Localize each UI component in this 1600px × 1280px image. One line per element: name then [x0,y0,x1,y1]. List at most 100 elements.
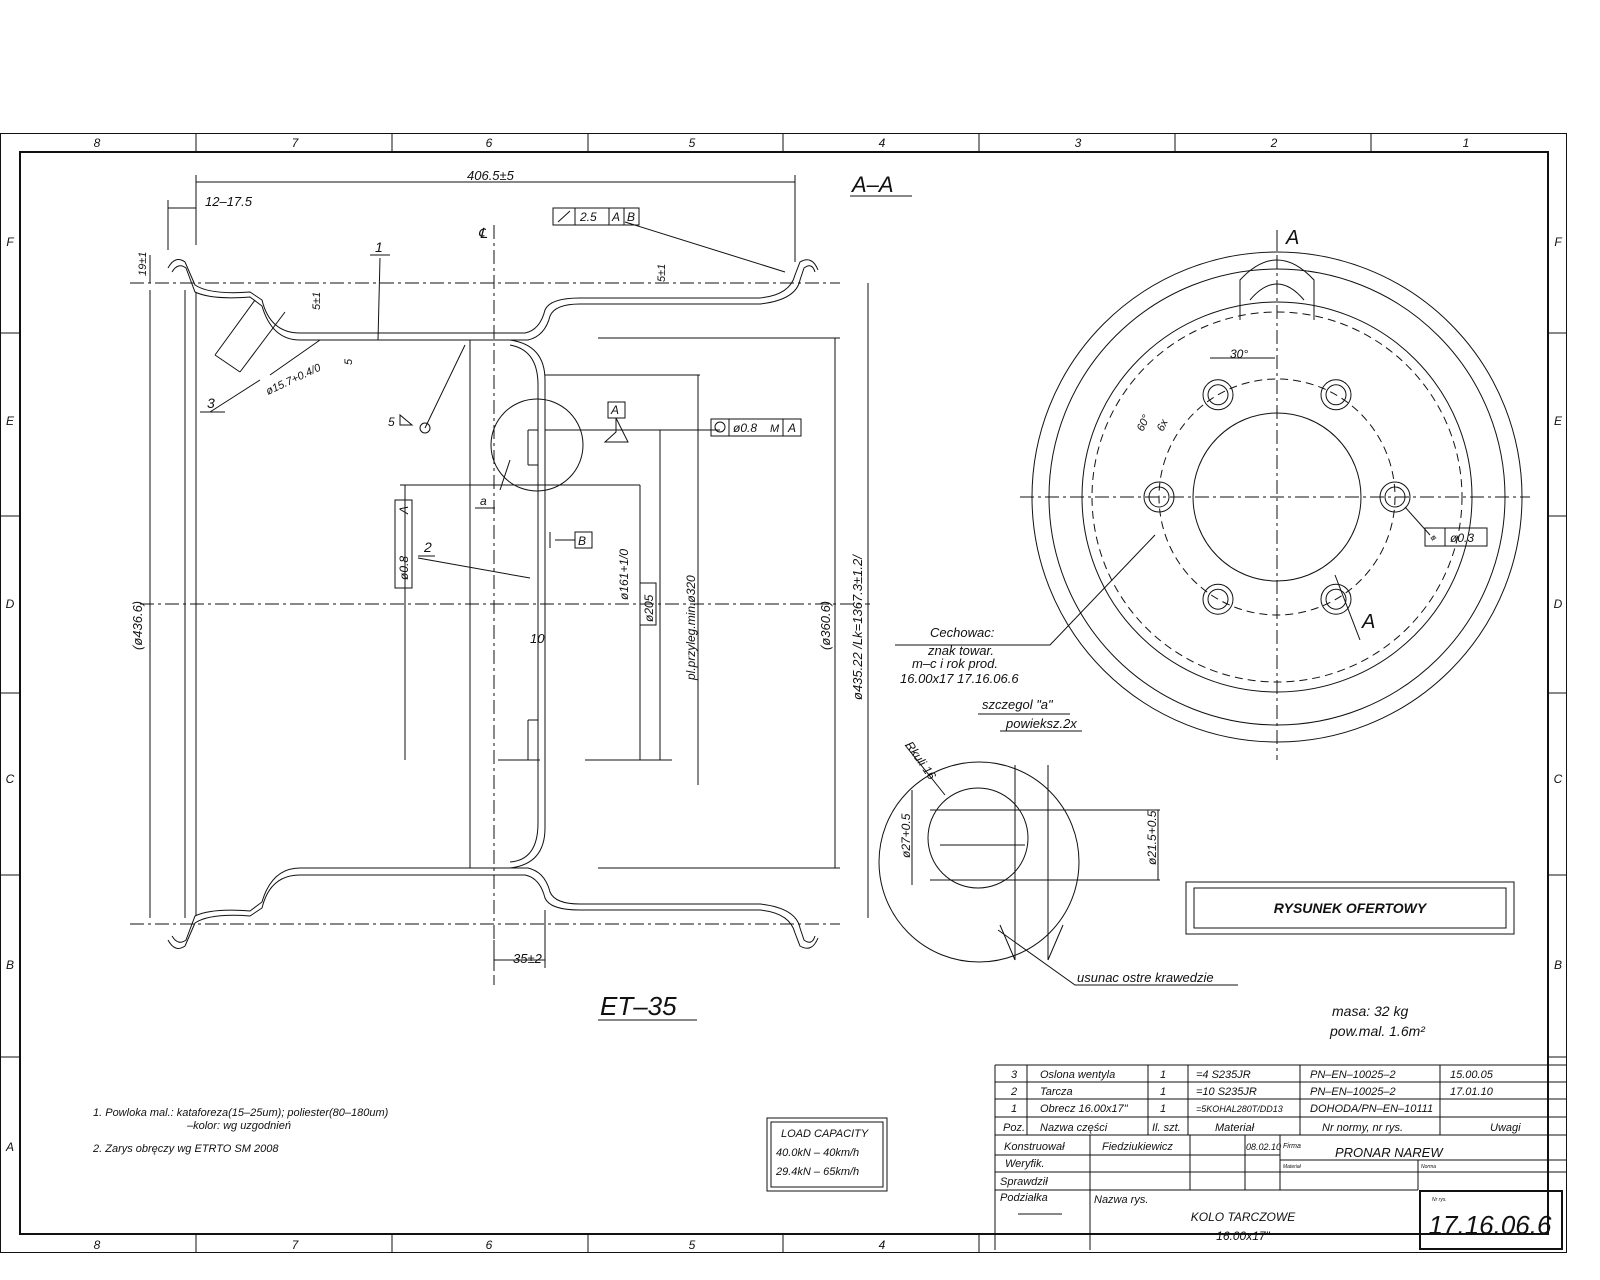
bolt-pitch: 60° [1135,413,1153,434]
parts-list-cell: 3 [1011,1069,1018,1081]
parts-list-cell: Tarcza [1040,1086,1073,1098]
marking-title: Cechowac: [930,625,995,640]
parts-list-cell: DOHODA/PN–EN–10111 [1310,1103,1433,1115]
row-label: D [6,597,15,611]
dim-offset: 35±2 [513,951,543,966]
load-title: LOAD CAPACITY [781,1128,869,1140]
load-line: 29.4kN – 65km/h [775,1166,859,1178]
detail-dia-27: ø27+0.5 [899,813,913,858]
datum-b: B [578,534,586,548]
parts-list-cell: PN–EN–10025–2 [1310,1069,1396,1081]
bolt-hole [1143,481,1175,513]
dim-tol: 5±1 [656,264,668,282]
bolt-count: 6x [1155,417,1171,433]
leader-3: 3 [207,395,215,411]
runout-value: 2.5 [579,210,597,224]
position-symbol: ⌖ [1429,531,1437,545]
dim-tol: 5±1 [311,292,323,310]
position-tolerance-frame-vertical: ø0.8 A [394,499,413,589]
header-remarks: Uwagi [1490,1122,1521,1134]
paint-area: pow.mal. 1.6m² [1329,1023,1426,1039]
col-label: 5 [689,136,696,150]
dim-205: ø205 [642,594,656,622]
parts-list-cell: 17.01.10 [1450,1086,1494,1098]
col-label: 6 [486,1238,493,1252]
header-pos: Poz. [1003,1122,1025,1134]
bolt-hole [1379,481,1411,513]
general-notes: 1. Powloka mal.: kataforeza(15–25um); po… [92,1107,389,1155]
parts-list-cell: Oslona wentyla [1040,1069,1115,1081]
bolt-hole [1202,583,1234,615]
col-label: 8 [94,136,101,150]
wheel-front-view: A A 30° 60° 6x ⌖ ø0.3 Cechowac: znak tow… [895,227,1530,760]
header-name: Nazwa części [1040,1122,1108,1134]
col-label: 5 [689,1238,696,1252]
dim-flange: 12–17.5 [205,194,253,209]
mass: masa: 32 kg [1332,1003,1408,1019]
header-material: Materiał [1215,1122,1255,1134]
tolerance-value: ø0.8 [397,556,411,580]
dim-435: ø435.22 /Lk=1367.3±1.2/ [850,554,865,700]
dim-disc-thickness: 10 [530,631,545,646]
bolt-hole [1207,588,1229,610]
marking-line: znak towar. [927,643,994,658]
col-label: 4 [879,1238,886,1252]
et-label: ET–35 [600,991,677,1021]
stamp-text: RYSUNEK OFERTOWY [1274,900,1428,916]
drawing-size: 16.00x17" [1216,1229,1270,1243]
note-1-cont: –kolor: wg uzgodnień [186,1120,291,1132]
drawing-name: KOLO TARCZOWE [1191,1210,1296,1224]
dim-flange-height: 19±1 [137,252,149,276]
parts-list-cell: =10 S235JR [1196,1086,1257,1098]
leader-1: 1 [375,239,383,255]
col-label: 3 [1075,136,1082,150]
datum-ref: A [787,421,796,435]
tolerance-value: ø0.3 [1450,531,1474,545]
detail-a-view: szczegol "a" powieksz.2x Rkuli 16 ø27+0.… [878,697,1238,986]
dim-thickness: 5 [343,358,355,365]
rim-section-view: 406.5±5 12–17.5 19±1 5±1 5±1 5 ø15.7+0.4… [130,168,912,1021]
parts-list-cell: 2 [1010,1086,1017,1098]
load-capacity-box: LOAD CAPACITY 40.0kN – 40km/h 29.4kN – 6… [766,1117,888,1192]
row-label: E [6,414,15,428]
note-1: 1. Powloka mal.: kataforeza(15–25um); po… [93,1107,389,1119]
scale-label: Podziałka [1000,1192,1048,1204]
col-label: 6 [486,136,493,150]
row-label: C [6,772,15,786]
datum-ref: B [627,210,635,224]
bolt-hole [1325,588,1347,610]
runout-tolerance-frame: 2.5 A B [552,207,640,226]
angle-dim: 30° [1230,347,1248,361]
parts-list-cell: PN–EN–10025–2 [1310,1086,1396,1098]
drawing-no-label: Nr rys. [1432,1197,1447,1203]
parts-list-cell: =5KOHAL280T/DD13 [1196,1104,1283,1114]
dim-valve-hole: ø15.7+0.4/0 [264,362,323,398]
row-label: F [6,235,14,249]
dim-overall-width: 406.5±5 [467,168,515,183]
parts-list-cell: 1 [1160,1069,1166,1081]
datum-ref: A [611,210,620,224]
row-label: B [6,958,14,972]
dim-contact-face: pl.przyleg.min.ø320 [684,575,698,681]
section-mark-top: A [1285,227,1299,249]
col-label: 4 [879,136,886,150]
dim-360: (ø360.6) [818,601,833,650]
dim-161: ø161+1/0 [617,549,631,600]
dim-outer-diameter: (ø436.6) [130,601,145,650]
col-label: 7 [292,1238,300,1252]
leader-2: 2 [423,539,432,555]
material-label: Materiał [1283,1164,1302,1170]
section-mark-bottom: A [1361,611,1375,633]
bolt-hole [1384,486,1406,508]
row-label: D [1554,597,1563,611]
detail-radius: Rkuli 16 [903,739,940,783]
parts-list-cell: 1 [1160,1086,1166,1098]
offer-drawing-stamp: RYSUNEK OFERTOWY [1185,881,1515,935]
designer: Fiedziukiewicz [1102,1141,1173,1153]
detail-note: usunac ostre krawedzie [1077,970,1214,985]
bolt-hole [1148,486,1170,508]
marking-line: 16.00x17 17.16.06.6 [900,671,1019,686]
datum-ref: A [397,506,411,515]
